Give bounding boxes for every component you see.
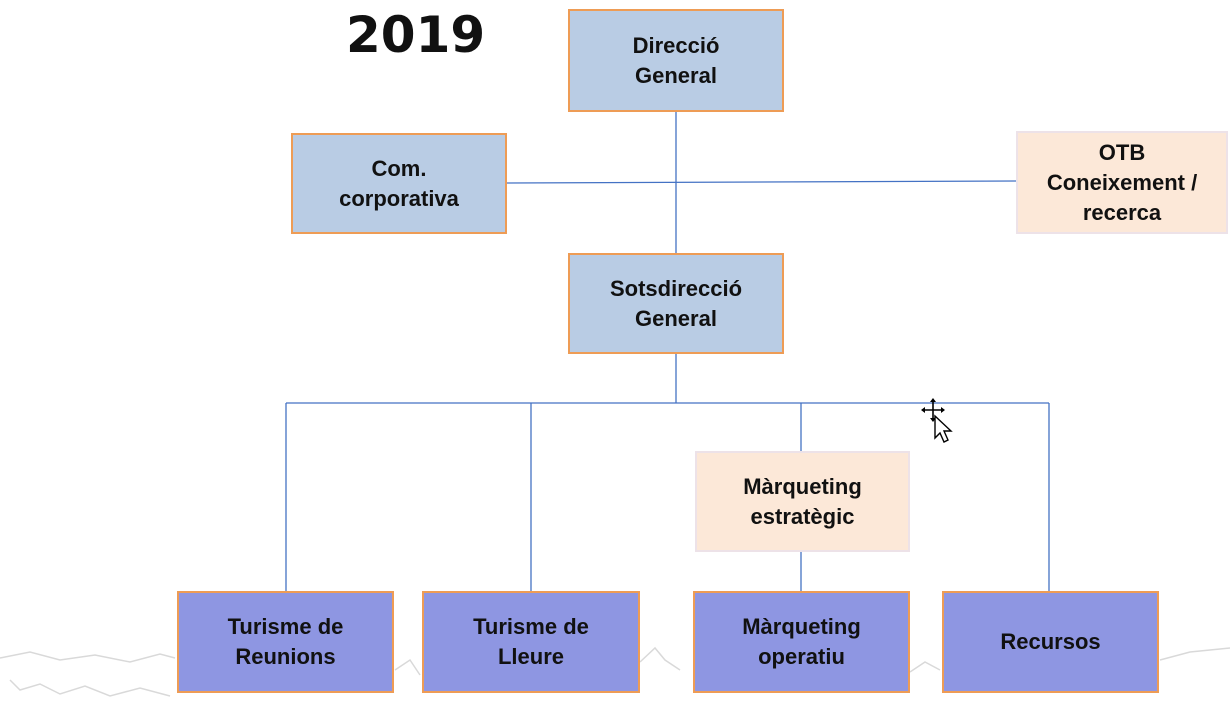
node-recursos[interactable]: Recursos (942, 591, 1159, 693)
node-label: OTB Coneixement / recerca (1046, 139, 1198, 225)
node-sotsdireccio-general[interactable]: Sotsdirecció General (568, 253, 784, 354)
node-marqueting-estrategic[interactable]: Màrqueting estratègic (695, 451, 910, 552)
node-label: Màrqueting operatiu (742, 614, 861, 669)
node-turisme-lleure[interactable]: Turisme de Lleure (422, 591, 640, 693)
year-title: 2019 (346, 6, 486, 64)
node-label: Turisme de Reunions (227, 614, 344, 669)
node-otb-coneixement-recerca[interactable]: OTB Coneixement / recerca (1016, 131, 1228, 234)
node-label: Recursos (1000, 629, 1101, 654)
node-com-corporativa[interactable]: Com. corporativa (291, 133, 507, 234)
node-label: Sotsdirecció General (609, 275, 743, 331)
node-turisme-reunions[interactable]: Turisme de Reunions (177, 591, 394, 693)
connector-com-otb (506, 180, 1017, 184)
node-label: Com. corporativa (339, 155, 459, 211)
skyline-watermark (0, 646, 1230, 697)
node-direccio-general[interactable]: Direcció General (568, 9, 784, 112)
node-label: Màrqueting estratègic (743, 473, 862, 529)
node-label: Direcció General (632, 32, 720, 88)
node-label: Turisme de Lleure (473, 614, 589, 669)
move-cursor-icon (921, 398, 953, 443)
node-marqueting-operatiu[interactable]: Màrqueting operatiu (693, 591, 910, 693)
